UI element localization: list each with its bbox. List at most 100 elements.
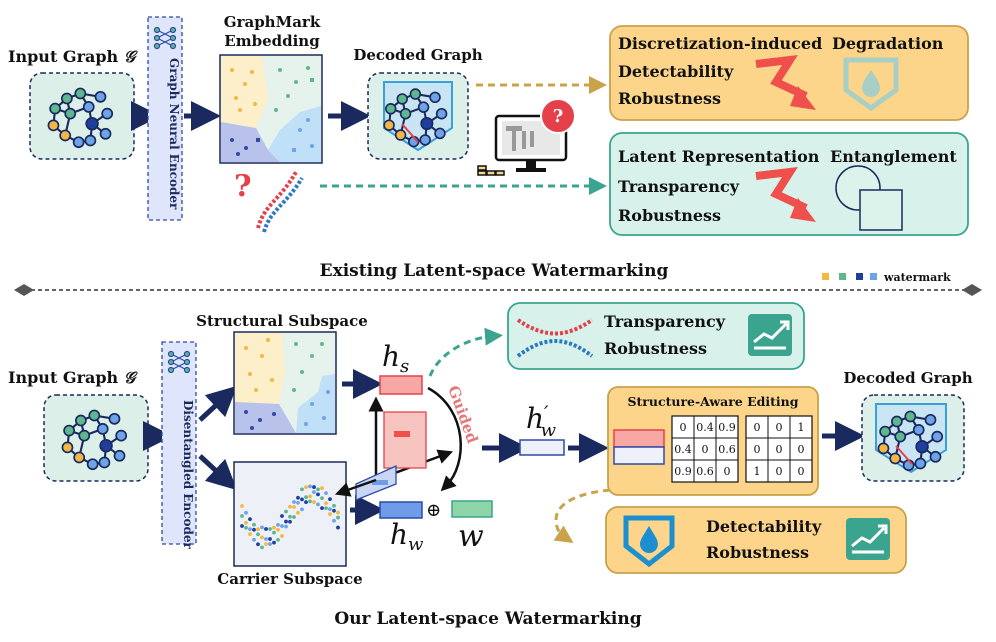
box1-line1: Detectability xyxy=(618,62,734,81)
carrier-dot xyxy=(316,492,320,497)
carrier-dot xyxy=(260,535,264,540)
matrix-a-value: 0.9 xyxy=(674,465,692,478)
bottom-encoder: Disentangled Encoder xyxy=(161,341,197,549)
carrier-dot xyxy=(264,542,268,546)
detectability-shield-icon xyxy=(623,515,675,568)
carrier-dot xyxy=(276,537,280,542)
carrier-dot xyxy=(328,497,332,501)
carrier-dot xyxy=(332,503,336,508)
carrier-dot xyxy=(272,530,276,535)
arrow-to-carrier xyxy=(198,454,238,491)
carrier-dot xyxy=(288,504,292,509)
carrier-dot xyxy=(252,522,256,527)
detectability-trend-icon xyxy=(846,518,890,560)
matrix-b-value: 0 xyxy=(798,465,805,478)
matrix-a-value: 0 xyxy=(702,443,709,456)
hs-label: hs xyxy=(382,340,409,377)
carrier-dot xyxy=(248,517,252,522)
carrier-dot xyxy=(308,499,312,504)
matrix-b-value: 0 xyxy=(754,421,761,434)
carrier-dot xyxy=(244,525,248,530)
arrow-to-structural xyxy=(198,385,238,422)
carrier-dot xyxy=(264,537,268,541)
carrier-dot xyxy=(256,532,260,537)
carrier-dot xyxy=(288,519,292,524)
carrier-dot xyxy=(296,500,300,505)
bottom-input-graph xyxy=(43,394,149,482)
watermark-legend: watermark xyxy=(822,271,951,284)
hw-vector xyxy=(379,501,423,519)
carrier-dot xyxy=(280,534,284,538)
box2-line1: Transparency xyxy=(618,177,740,196)
carrier-dot xyxy=(268,537,272,541)
carrier-dot xyxy=(248,532,252,537)
carrier-dot xyxy=(272,525,276,530)
carrier-dot xyxy=(324,506,328,511)
carrier-dot xyxy=(324,501,328,506)
box1-decline-arrow xyxy=(755,55,808,100)
matrix-a-value: 0 xyxy=(724,465,731,478)
carrier-dot xyxy=(320,506,324,511)
matrix-a-value: 0 xyxy=(680,421,687,434)
carrier-dot xyxy=(320,496,324,501)
matrix-b-cell xyxy=(789,459,813,483)
top-encoder: Graph Neural Encoder xyxy=(147,16,183,221)
box2-title-right: Entanglement xyxy=(830,147,957,166)
top-caption: Existing Latent-space Watermarking xyxy=(320,261,669,281)
carrier-dot xyxy=(296,495,300,500)
hwprime-label: h′w xyxy=(526,401,557,441)
editing-title: Structure-Aware Editing xyxy=(628,394,799,409)
projection-axes xyxy=(334,396,454,501)
box2: Latent Representation Entanglement Trans… xyxy=(609,132,969,236)
monitor-icon: ? xyxy=(477,98,576,176)
carrier-dot xyxy=(300,487,304,492)
plus-symbol: ⊕ xyxy=(426,500,441,521)
matrix-a-value: 0.6 xyxy=(696,465,714,478)
structural-label: Structural Subspace xyxy=(196,312,368,330)
carrier-dot xyxy=(280,514,284,518)
carrier-dot xyxy=(248,527,252,532)
top-input-graph xyxy=(29,72,135,160)
transparency-trend-icon xyxy=(748,314,792,356)
w-label: w xyxy=(458,519,484,554)
carrier-dot xyxy=(240,514,244,518)
w-vector xyxy=(451,500,493,518)
carrier-dot xyxy=(284,519,288,524)
carrier-dot xyxy=(336,510,340,515)
box1-line2: Robustness xyxy=(618,89,721,108)
box2-decline-arrow xyxy=(755,167,808,212)
carrier-dot xyxy=(244,510,248,515)
teal-dash-to-transparency xyxy=(428,327,503,377)
transparency-line1: Transparency xyxy=(604,312,726,331)
carrier-dot xyxy=(244,520,248,525)
box2-title-left: Latent Representation xyxy=(618,147,820,166)
carrier-dot xyxy=(260,525,264,530)
box1-title-right: Degradation xyxy=(832,34,944,53)
hw-label: hw xyxy=(390,518,424,555)
box-detectability: Detectability Robustness xyxy=(605,506,907,574)
carrier-dot xyxy=(300,507,304,512)
box1: Discretization-induced Degradation Detec… xyxy=(609,25,969,121)
carrier-dot xyxy=(328,507,332,511)
detectability-line2: Robustness xyxy=(706,543,809,562)
carrier-dot xyxy=(284,509,288,514)
carrier-dot xyxy=(276,527,280,532)
guided-label: Guided xyxy=(444,383,482,446)
bottom-input-label: Input Graph 𝒢 xyxy=(8,368,138,387)
carrier-dot xyxy=(240,524,244,528)
hs-vector xyxy=(379,375,423,395)
carrier-dot xyxy=(304,495,308,500)
matrix-b-value: 0 xyxy=(776,421,783,434)
guided-curve xyxy=(427,386,462,492)
box1-shield-icon xyxy=(843,57,899,112)
matrix-a-value: 0.9 xyxy=(718,421,736,434)
carrier-dot xyxy=(288,514,292,519)
carrier-dot xyxy=(260,545,264,550)
svg-text:?: ? xyxy=(553,106,564,127)
carrier-dot xyxy=(336,515,340,520)
top-decoded-graph xyxy=(367,72,469,160)
box2-line2: Robustness xyxy=(618,206,721,225)
carrier-dot xyxy=(292,515,296,519)
carrier-dot xyxy=(252,527,256,532)
